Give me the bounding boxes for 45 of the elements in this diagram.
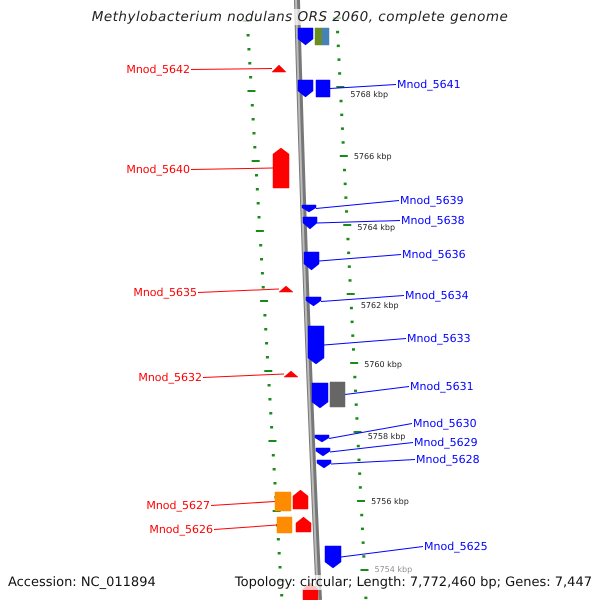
leader-line [344, 386, 410, 395]
gene-label: Mnod_5628 [416, 453, 480, 466]
scale-label: 5758 kbp [366, 432, 406, 442]
gene-label: Mnod_5629 [414, 436, 478, 449]
gene-label: Mnod_5640 [126, 163, 190, 176]
gene-label: Mnod_5625 [424, 540, 488, 553]
leader-line [202, 374, 284, 378]
leader-line [210, 501, 276, 506]
gene-label: Mnod_5638 [401, 214, 465, 227]
genome-summary-text: Topology: circular; Length: 7,772,460 bp; Genes: 7,447 [234, 575, 592, 590]
scale-label: 5756 kbp [370, 497, 410, 507]
gene-label: Mnod_5635 [133, 286, 197, 299]
scale-label: 5768 kbp [349, 90, 390, 100]
scale-label: 5766 kbp [352, 152, 393, 162]
gene-label: Mnod_5632 [138, 371, 202, 384]
leader-line [320, 295, 404, 302]
gene-label: Mnod_5634 [405, 289, 469, 302]
leader-line [316, 220, 400, 224]
leader-line [190, 68, 272, 70]
leader-line [318, 254, 402, 262]
gene-label: Mnod_5627 [146, 499, 210, 512]
gene-label: Mnod_5626 [149, 523, 213, 536]
scale-label: 5764 kbp [356, 223, 396, 233]
leader-line [340, 546, 424, 558]
leader-line [330, 84, 396, 89]
scale-label: 5762 kbp [360, 301, 400, 311]
leader-line [330, 459, 416, 464]
leader-line [214, 524, 278, 530]
leader-line [316, 200, 400, 209]
leader-line [328, 423, 412, 439]
gene-label: Mnod_5642 [126, 63, 190, 76]
leader-line [330, 442, 414, 452]
scale-label: 5754 kbp [374, 565, 414, 575]
gene-label: Mnod_5633 [407, 332, 471, 345]
leader-line [324, 338, 406, 346]
leader-line [198, 288, 280, 293]
gene-label: Mnod_5631 [410, 380, 474, 393]
gene-label: Mnod_5639 [400, 194, 464, 207]
accession-text: Accession: NC_011894 [8, 575, 156, 590]
scale-label: 5760 kbp [363, 360, 403, 370]
title: Methylobacterium nodulans ORS 2060, complete genome [92, 9, 508, 25]
gene-label: Mnod_5630 [413, 417, 477, 430]
leader-line [190, 168, 274, 170]
gene-label: Mnod_5641 [397, 78, 461, 91]
gene-label: Mnod_5636 [402, 248, 466, 261]
